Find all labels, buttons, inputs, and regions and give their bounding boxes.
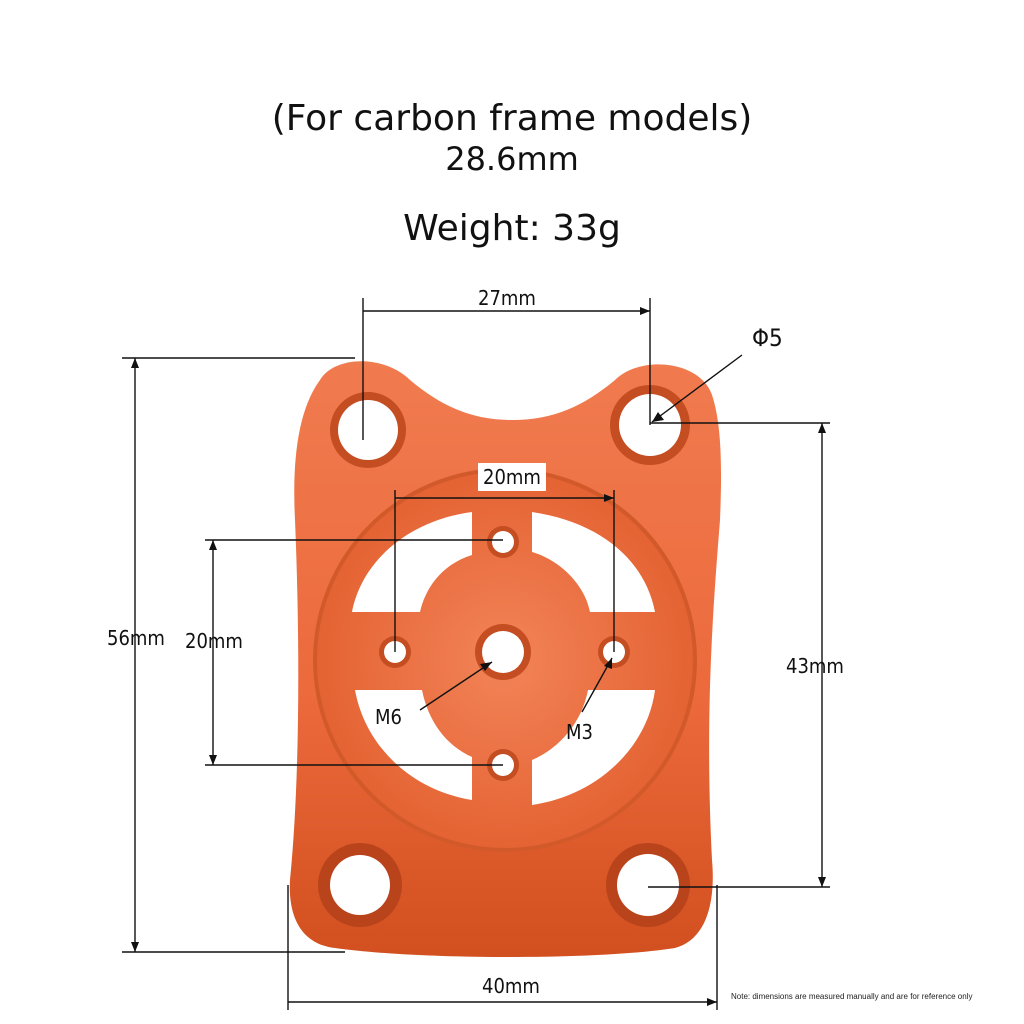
dim-bottom-width: 40mm [482, 974, 540, 998]
dim-inner-height: 20mm [185, 629, 243, 653]
callout-m6: M6 [375, 705, 402, 729]
cutout-bottom-left [355, 690, 472, 800]
dim-top-width: 27mm [478, 286, 536, 310]
size-label: 28.6mm [445, 140, 579, 178]
dimension-lines [122, 298, 830, 1010]
weight-label: Weight: 33g [403, 208, 621, 249]
callout-m3: M3 [566, 720, 593, 744]
reference-note: Note: dimensions are measured manually a… [731, 992, 973, 1001]
subtitle: (For carbon frame models) [271, 98, 753, 139]
dim-hole-spacing: 43mm [786, 654, 844, 678]
dim-hole-diameter: Φ5 [752, 324, 783, 352]
dim-total-height: 56mm [107, 626, 165, 650]
cutout-top-left [352, 512, 472, 612]
cutout-top-right [532, 512, 655, 612]
arrowheads [131, 307, 826, 1006]
label-backing [478, 463, 546, 491]
dim-inner-width: 20mm [483, 465, 541, 489]
cutout-bottom-right [532, 690, 655, 805]
